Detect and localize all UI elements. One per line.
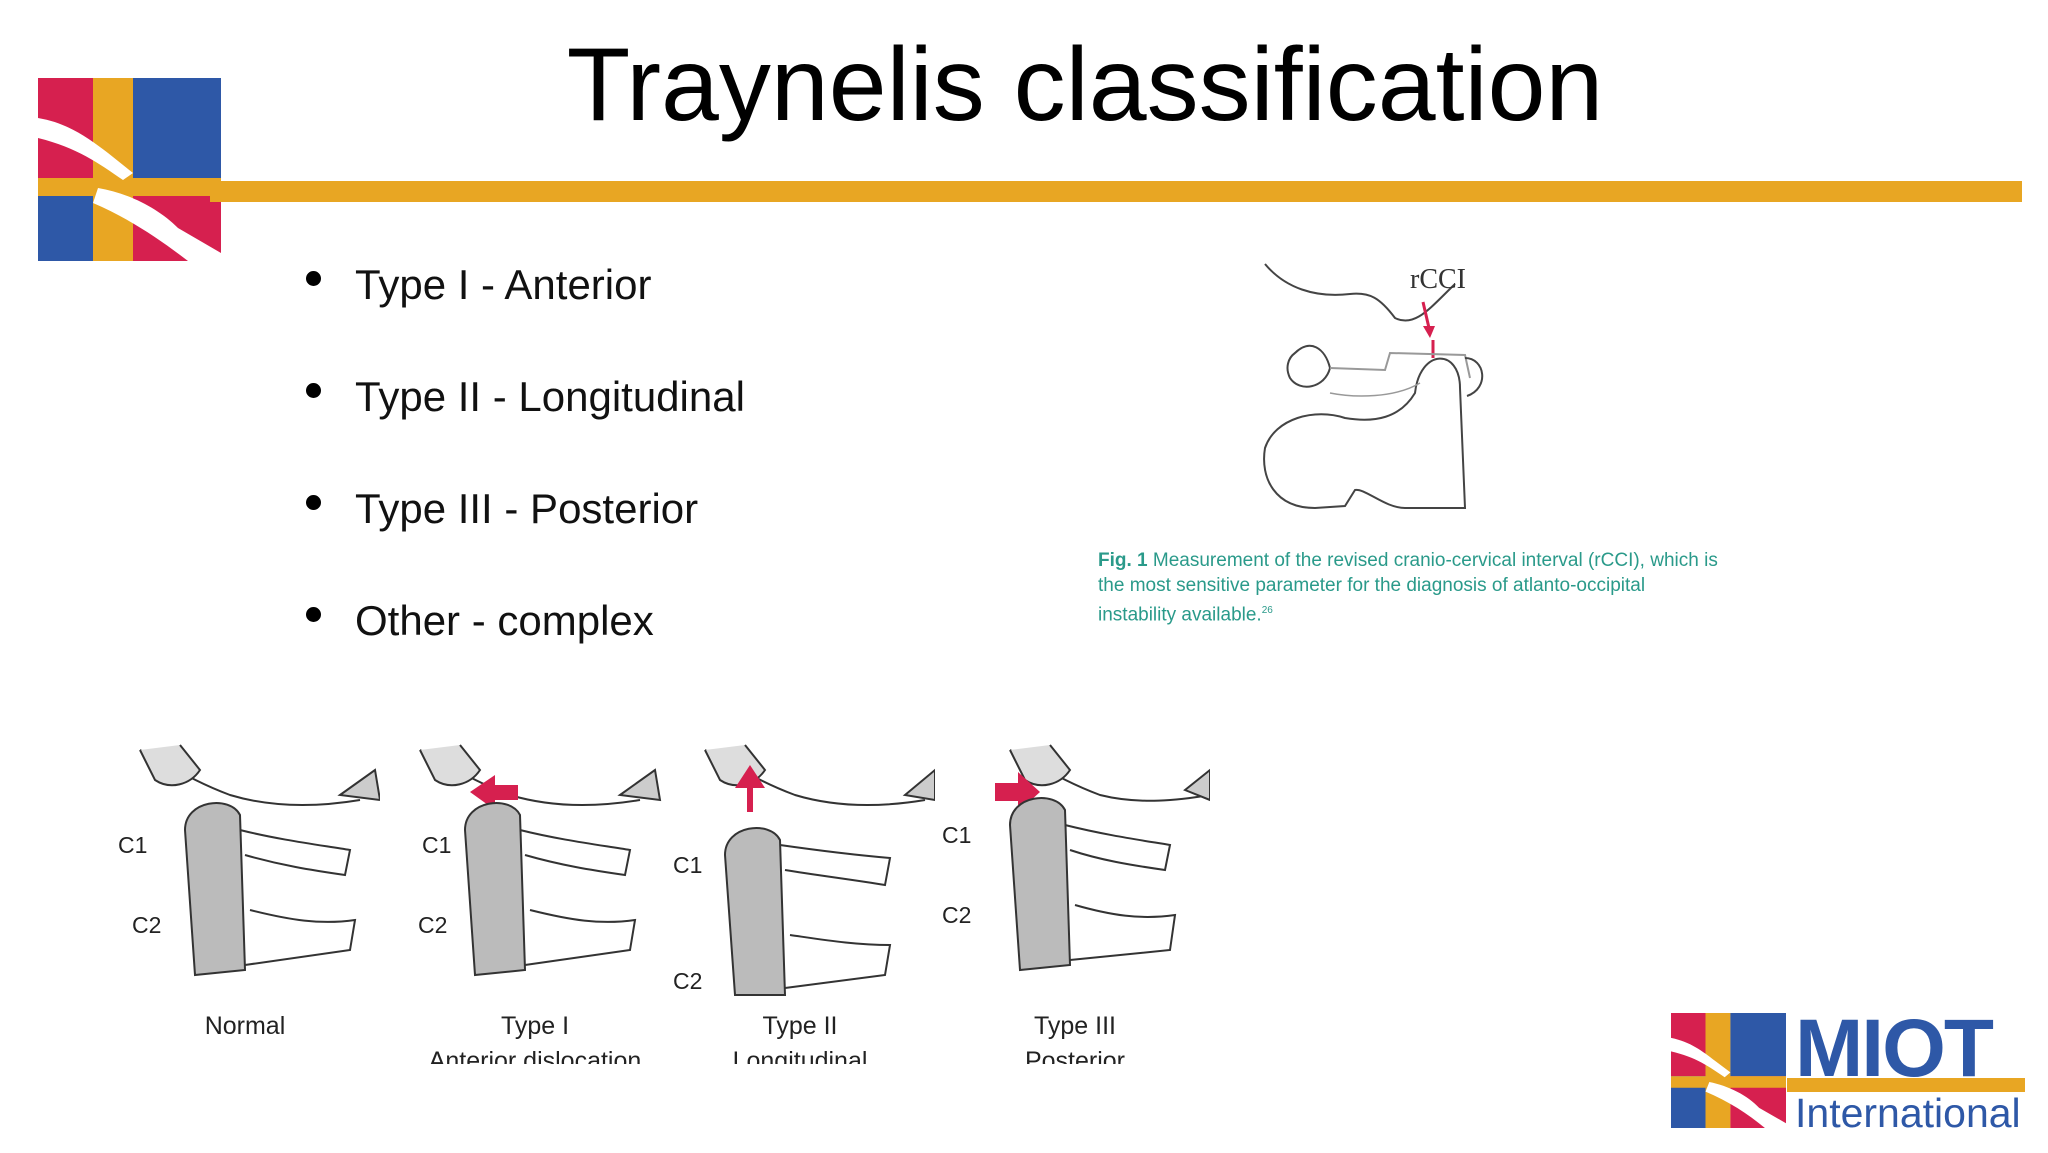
panel-type-iii: C1 C2 Type III Posterior: [940, 740, 1210, 1065]
panel-title: Type II: [762, 1012, 838, 1040]
c1-label: C1: [118, 832, 148, 858]
page-title: Traynelis classification: [566, 27, 1604, 143]
panel-subtitle: Anterior dislocation: [428, 1047, 642, 1064]
c2-label: C2: [418, 912, 448, 938]
c1-label: C1: [422, 832, 452, 858]
bullet-item: Type III - Posterior: [300, 474, 745, 586]
c2-label: C2: [673, 968, 703, 994]
logo-wordmark: MIOT: [1795, 1003, 1994, 1094]
bullet-item: Other - complex: [300, 586, 745, 698]
logo-subtitle: International: [1795, 1090, 2021, 1136]
caption-text: Measurement of the revised cranio-cervic…: [1098, 550, 1718, 626]
panel-subtitle: [110, 1046, 380, 1064]
spine-drawing-type-iii: [995, 744, 1210, 972]
c1-label: C1: [942, 822, 972, 848]
bullet-list: Type I - Anterior Type II - Longitudinal…: [300, 250, 745, 698]
spine-drawing-normal: [139, 744, 380, 977]
figure-caption: Fig. 1 Measurement of the revised cranio…: [1098, 548, 1718, 627]
panel-subtitle: Posterior: [1024, 1047, 1126, 1064]
panel-subtitle: Longitudinal: [732, 1047, 868, 1064]
spine-drawing-type-ii: [704, 744, 935, 996]
panel-type-ii: C1 C2 Type II Longitudinal: [665, 740, 935, 1065]
logo-top-left: [38, 78, 221, 261]
panel-title: Type I: [500, 1012, 570, 1040]
panel-type-i: C1 C2 Type I Anterior dislocation: [400, 740, 670, 1065]
hands-logo-icon: [38, 78, 221, 261]
c2-label: C2: [942, 902, 972, 928]
c1-label: C1: [673, 852, 703, 878]
panel-title: Type III: [1034, 1012, 1116, 1040]
c2-label: C2: [132, 912, 162, 938]
panel-title: Normal: [204, 1012, 286, 1040]
panel-normal: C1 C2 Normal: [110, 740, 380, 1065]
arrow-up-icon: [735, 765, 765, 812]
bullet-item: Type I - Anterior: [300, 250, 745, 362]
hands-logo-icon: [1671, 1013, 1786, 1128]
rcci-diagram: rCCI: [1263, 263, 1484, 510]
rcci-figure: rCCI: [1255, 258, 1555, 530]
title-divider: [210, 181, 2022, 202]
rcci-label: rCCI: [1410, 264, 1466, 295]
bullet-item: Type II - Longitudinal: [300, 362, 745, 474]
caption-prefix: Fig. 1: [1098, 550, 1148, 571]
spine-drawing-type-i: [419, 744, 662, 977]
arrow-left-icon: [470, 775, 518, 810]
miot-logo: MIOT International: [1665, 1003, 2025, 1136]
logo-gold-bar: [1787, 1078, 2025, 1092]
caption-reference: 26: [1261, 605, 1273, 616]
